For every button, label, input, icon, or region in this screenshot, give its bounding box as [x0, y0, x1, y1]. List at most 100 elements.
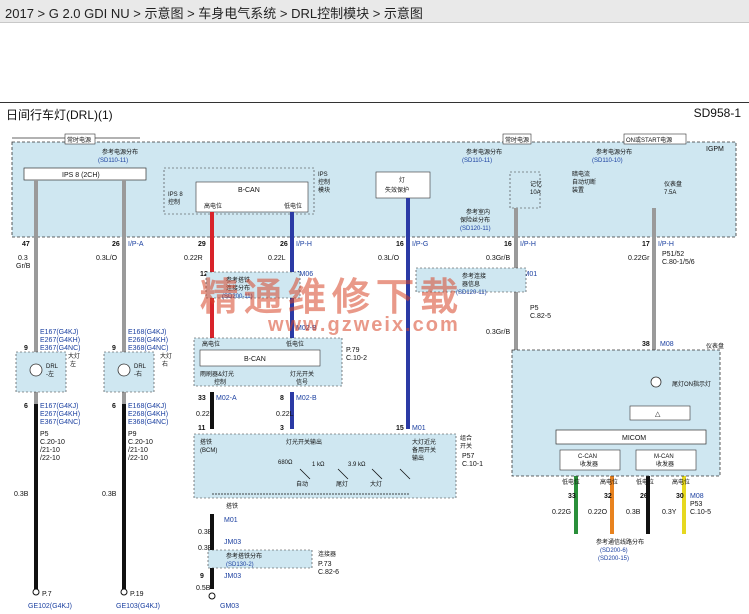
bcm-gnd: GM03 — [220, 603, 239, 610]
w3-pin2: 12 — [200, 271, 208, 278]
fuse-meter-amp: 7.5A — [664, 190, 676, 196]
bcm-splice-title: 搭铁 — [226, 502, 238, 510]
cluster-mcan2: 收发器 — [656, 460, 674, 468]
ref-p9: P9 — [128, 431, 137, 438]
w7-conn2: M08 — [660, 341, 674, 348]
bcm-bcan-box — [199, 349, 321, 367]
wiring-schematic: IGPM 常时电源 常时电源 ON或START电源 参考电源分布 (SD110-… — [11, 133, 737, 610]
w5-size: 0.3L/O — [378, 255, 400, 262]
ref-comm-id1: (SD200-6) — [600, 548, 628, 554]
lamp-right-name2: 右 — [162, 360, 168, 368]
ref-conn-id: (SD120-11) — [456, 290, 487, 296]
ref-ground-id: (SD130-2) — [226, 562, 254, 568]
breadcrumb[interactable]: 2017 > G 2.0 GDI NU > 示意图 > 车身电气系统 > DRL… — [5, 6, 423, 21]
cluster-w3: 0.3B — [626, 509, 641, 516]
lamp-left-drl2: -左 — [46, 370, 54, 378]
ref-p9-1: C.20-10 — [128, 439, 153, 446]
dark-current: 暗电流 — [572, 170, 590, 178]
cluster-mcan: M-CAN — [654, 454, 674, 460]
w7-size: 0.22Gr — [628, 255, 650, 262]
cluster-ccan-box — [559, 449, 621, 471]
p-conn: P51/52 — [662, 251, 684, 258]
diagram-title: 日间行车灯(DRL)(1) — [6, 108, 113, 122]
ref-dist3: 参考电源分布 — [596, 148, 632, 156]
ipm-module — [11, 141, 737, 238]
ground-splice-box — [207, 549, 313, 569]
dark-current3: 装置 — [572, 186, 584, 194]
ground-bcm — [208, 592, 216, 600]
ground-left — [32, 588, 40, 596]
gnd-left-name: GE102(G4KJ) — [28, 603, 72, 610]
bcm-tail: 尾灯 — [336, 480, 348, 488]
bcm-wsize2: 0.22L — [276, 411, 294, 418]
power-header-right — [623, 133, 687, 145]
w4-pin: 26 — [280, 241, 288, 248]
bcm-title2: (BCM) — [200, 448, 217, 454]
cluster-p53c: C.10-5 — [690, 509, 711, 516]
cluster-micom: MICOM — [622, 435, 646, 442]
lamp-right-conn3-b: E368(G4NC) — [128, 419, 168, 426]
lamp-failsafe-box — [375, 171, 431, 199]
ground-right — [120, 588, 128, 596]
lamp-left-drl: DRL — [46, 364, 59, 370]
bcm-lo: 低电位 — [286, 340, 304, 348]
ref-conn-info2: 器信息 — [462, 280, 480, 288]
bcm-wsize1: 0.22B — [196, 411, 215, 418]
w6-size2: 0.3Gr/B — [486, 329, 510, 336]
gnd-right-ref: P.19 — [130, 591, 144, 598]
bcm-p73: P.73 — [318, 561, 332, 568]
ips-mod: IPS — [318, 172, 328, 178]
bcm-hi: 高电位 — [202, 340, 220, 348]
ref-p5: P5 — [40, 431, 49, 438]
bcm-multi2: 开关 — [460, 442, 472, 450]
lamp-fail2: 失效保护 — [385, 186, 409, 194]
lamp-right-conn2: E268(G4KH) — [128, 337, 168, 344]
bcm-r3: 3.9 kΩ — [348, 462, 366, 468]
w4-size: 0.22L — [268, 255, 286, 262]
cluster-w2: 0.22O — [588, 509, 608, 516]
ref-conn-info1: 参考连接 — [462, 272, 486, 280]
ref-p5-2: /21-10 — [40, 447, 60, 454]
lamp-left-conn: E167(G4KJ) — [40, 329, 79, 336]
cluster-lo: 低电位 — [562, 478, 580, 486]
power-always-right: 常时电源 — [505, 136, 529, 144]
ref-p9-3: /22-10 — [128, 455, 148, 462]
header-rule — [0, 102, 749, 103]
breadcrumb-bar: 2017 > G 2.0 GDI NU > 示意图 > 车身电气系统 > DRL… — [0, 0, 749, 23]
diagram-code: SD958-1 — [693, 106, 741, 120]
bcm-lamp-sw2: 信号 — [296, 378, 308, 386]
bcm-hl3: 输出 — [412, 454, 424, 462]
bcm-m02a: M02-A — [216, 395, 237, 402]
cluster-arrow-box — [629, 405, 691, 421]
cluster-pin26: 26 — [640, 493, 648, 500]
power-header-left — [64, 133, 96, 145]
w6-size: 0.3Gr/B — [486, 255, 510, 262]
lamp-left-conn2-b: E267(G4KH) — [40, 411, 80, 418]
lamp-right-gnd-size: 0.3B — [102, 491, 117, 498]
ips-mod3: 模块 — [318, 186, 330, 194]
ref-dist2-id: (SD110-11) — [462, 158, 492, 164]
bcm-p57: P57 — [462, 453, 475, 460]
bcm-splice: 连接器 — [318, 550, 336, 558]
bcm-pin15: 15 — [396, 425, 404, 432]
cluster-w1: 0.22G — [552, 509, 571, 516]
cluster-tail-icon — [650, 376, 662, 388]
lamp-right-drl: DRL — [134, 364, 147, 370]
w7-conn: I/P-H — [658, 241, 674, 248]
w4-conn: I/P-H — [296, 241, 312, 248]
lamp-fail: 灯 — [399, 176, 405, 184]
switch-contact-4 — [399, 468, 411, 480]
switch-contact-1 — [299, 468, 311, 480]
lamp-right-conn3: E368(G4NC) — [128, 345, 168, 352]
lamp-right-conn2-b: E268(G4KH) — [128, 411, 168, 418]
lamp-left-icon — [29, 363, 43, 377]
ips-mod2: 控制 — [318, 178, 330, 186]
w5-pin: 16 — [396, 241, 404, 248]
lamp-right-drl2: -右 — [134, 370, 142, 378]
bcm-p5: P5 — [530, 305, 539, 312]
bcm-head: 大灯 — [370, 480, 382, 488]
bcm-m01-top: M01 — [412, 425, 426, 432]
bcm-gsize2: 0.3B — [198, 545, 213, 552]
ips8-ctrl2: 控制 — [168, 198, 180, 206]
ref-dist1: 参考电源分布 — [102, 148, 138, 156]
